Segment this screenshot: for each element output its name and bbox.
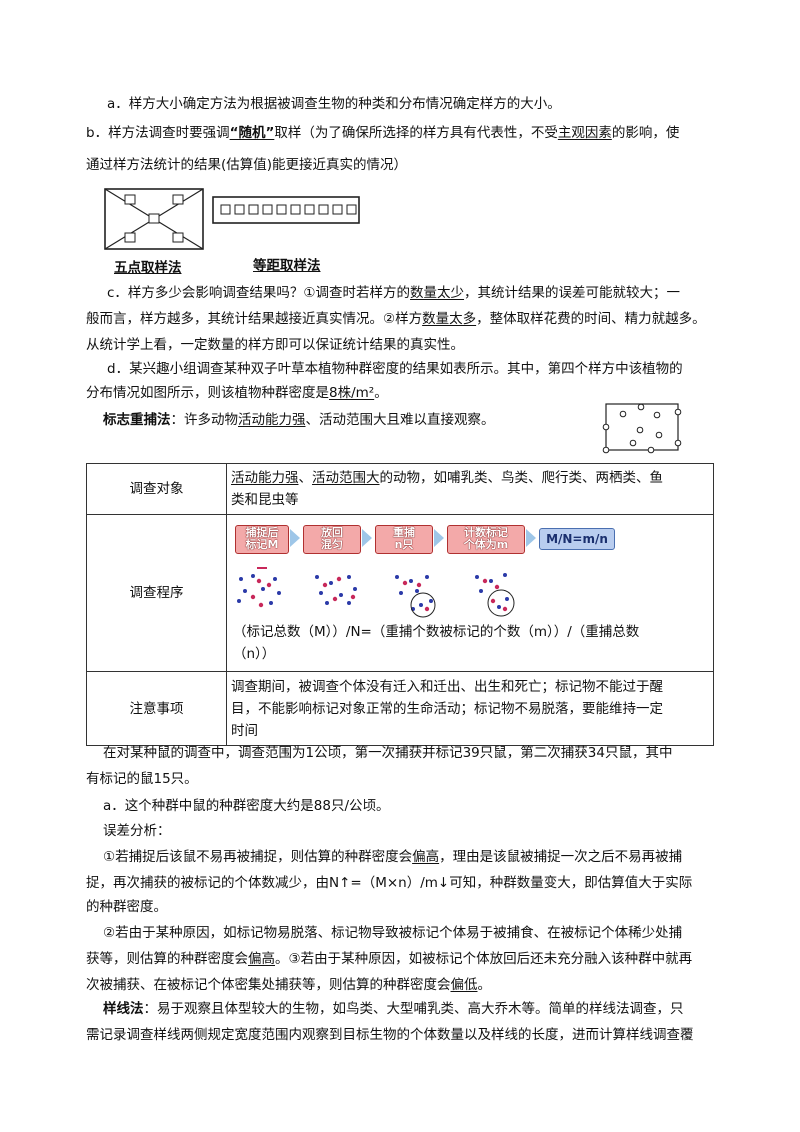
para-b-line2: 通过样方法统计的结果(估算值)能更接近真实的情况） [86, 157, 408, 173]
random-emphasis: “随机” [229, 125, 275, 141]
arrow-icon [526, 529, 536, 547]
target-animals: 的动物，如哺乳类、鸟类、爬行类、两栖类、鱼 [379, 470, 664, 486]
para-b-pre: b．样方法调查时要强调 [86, 125, 230, 141]
error1-post: ，理由是该鼠被捕捉一次之后不易再被捕 [439, 849, 683, 865]
sep: 、 [298, 470, 313, 486]
error1-line3: 的种群密度。 [86, 899, 167, 915]
error2-low: 偏低 [450, 977, 478, 993]
mark-recapture-table: 调查对象 活动能力强、活动范围大的动物，如哺乳类、鸟类、爬行类、两栖类、鱼 类和… [86, 463, 714, 746]
active-ability-u: 活动能力强 [231, 470, 299, 486]
para-d-pre: 分布情况如图所示，则该植物种群密度是 [86, 385, 329, 401]
error1-pre: ①若捕捉后该鼠不易再被捕捉，则估算的种群密度会 [103, 849, 413, 865]
notes-line2: 目，不能影响标记对象正常的生命活动；标记物不易脱落，要能维持一定 [231, 700, 663, 717]
arrow-icon [290, 529, 300, 547]
row-content-target: 活动能力强、活动范围大的动物，如哺乳类、鸟类、爬行类、两栖类、鱼 类和昆虫等 [226, 463, 714, 515]
para-b-line1: b．样方法调查时要强调“随机”取样（为了确保所选择的样方具有代表性，不受主观因素… [86, 124, 679, 142]
transect-line1: 样线法：易于观察且体型较大的生物，如鸟类、大型哺乳类、高大乔木等。简单的样线法调… [103, 1000, 684, 1018]
quadrat-plants-figure [602, 403, 682, 454]
error1-line2: 捉，再次捕获的被标记的个体数减少，由N↑=（M×n）/m↓可知，种群数量变大，即… [86, 875, 693, 891]
step-count-marked: 计数标记 个体为m [447, 525, 525, 554]
error-analysis-heading: 误差分析： [103, 823, 171, 839]
active-ability: 活动能力强 [238, 412, 306, 428]
para-c-line1: c．样方多少会影响调查结果吗？①调查时若样方的数量太少，其统计结果的误差可能就较… [107, 284, 680, 302]
equidistant-sampling-figure [212, 196, 360, 224]
error2-line1: ②若由于某种原因，如标记物易脱落、标记物导致被标记个体易于被捕食、在被标记个体稀… [103, 925, 683, 941]
para-c-line2-post: ，整体取样花费的时间、精力就越多。 [476, 311, 706, 327]
transect-line2: 需记录调查样线两侧规定宽度范围内观察到目标生物的个体数量以及样线的长度，进而计算… [86, 1027, 694, 1043]
transect-text1: ：易于观察且体型较大的生物，如鸟类、大型哺乳类、高大乔木等。简单的样线法调查，只 [143, 1001, 684, 1017]
formula-line2: （n）） [233, 646, 276, 662]
para-b-mid: 取样（为了确保所选择的样方具有代表性，不受 [274, 125, 558, 141]
error2-line3: 次被捕获、在被标记个体密集处捕获等，则估算的种群密度会偏低。 [86, 976, 491, 994]
mark-recapture-line: 标志重捕法：许多动物活动能力强、活动范围大且难以直接观察。 [103, 411, 495, 429]
para-c-line2: 般而言，样方越多，其统计结果越接近真实情况。②样方数量太多，整体取样花费的时间、… [86, 310, 706, 328]
rat-line2: 有标记的鼠15只。 [86, 771, 198, 787]
row-label-target: 调查对象 [86, 463, 227, 515]
five-point-sampling-figure [104, 188, 204, 250]
too-many: 数量太多 [422, 311, 477, 327]
five-point-caption: 五点取样法 [114, 260, 182, 276]
para-d-line1: d．某兴趣小组调查某种双子叶草本植物种群密度的结果如表所示。其中，第四个样方中该… [107, 361, 683, 377]
step-release-mix: 放回 混匀 [303, 525, 361, 554]
row-label-notes: 注意事项 [86, 671, 227, 746]
arrow-icon [362, 529, 372, 547]
mark-recapture-title: 标志重捕法 [103, 412, 171, 428]
notes-line1: 调查期间，被调查个体没有迁入和迁出、出生和死亡；标记物不能过于醒 [231, 678, 663, 695]
target-animals-line2: 类和昆虫等 [231, 492, 299, 508]
subjective-factor: 主观因素 [557, 125, 612, 141]
row-content-notes: 调查期间，被调查个体没有迁入和迁出、出生和死亡；标记物不能过于醒 目，不能影响标… [226, 671, 714, 746]
para-c-mid: ，其统计结果的误差可能就较大；一 [464, 285, 681, 301]
error2-line2: 获等，则估算的种群密度会偏高。③若由于某种原因，如被标记个体放回后还未充分融入该… [86, 950, 692, 968]
row-content-procedure: 捕捉后 标记M 放回 混匀 重捕 n只 计数标记 个体为m M/N=m/n [226, 514, 714, 672]
active-range-u: 活动范围大 [312, 470, 380, 486]
mark-recapture-post: 、活动范围大且难以直接观察。 [305, 412, 495, 428]
arrow-icon [434, 529, 444, 547]
row-label-procedure: 调查程序 [86, 514, 227, 672]
population-dots-figure [237, 567, 515, 618]
table-row: 注意事项 调查期间，被调查个体没有迁入和迁出、出生和死亡；标记物不能过于醒 目，… [86, 671, 714, 746]
para-c-line2-pre: 般而言，样方越多，其统计结果越接近真实情况。②样方 [86, 311, 423, 327]
transect-title: 样线法 [103, 1001, 144, 1017]
para-c-line3: 从统计学上看，一定数量的样方即可以保证统计结果的真实性。 [86, 337, 464, 353]
para-d-post: 。 [374, 385, 388, 401]
formula-line1: （标记总数（M））/N=（重捕个数被标记的个数（m））/（重捕总数 [233, 624, 640, 640]
density-answer: 8株/m² [329, 385, 375, 401]
step-recapture: 重捕 n只 [375, 525, 433, 554]
step-capture-mark: 捕捉后 标记M [235, 525, 289, 554]
notes-line3: 时间 [231, 722, 258, 739]
table-row: 调查程序 捕捉后 标记M 放回 混匀 重捕 n只 计数标记 个体为m M/N=m… [86, 514, 714, 672]
mark-recapture-pre: ：许多动物 [170, 412, 239, 428]
error1-high: 偏高 [412, 849, 440, 865]
equidistant-caption: 等距取样法 [253, 258, 321, 274]
error1-line1: ①若捕捉后该鼠不易再被捕捉，则估算的种群密度会偏高，理由是该鼠被捕捉一次之后不易… [103, 848, 682, 866]
para-d-line2: 分布情况如图所示，则该植物种群密度是8株/m²。 [86, 384, 388, 402]
formula-box: M/N=m/n [539, 528, 615, 550]
error2-line3-pre: 次被捕获、在被标记个体密集处捕获等，则估算的种群密度会 [86, 977, 451, 993]
rat-line3: a．这个种群中鼠的种群密度大约是88只/公顷。 [103, 798, 390, 814]
table-row: 调查对象 活动能力强、活动范围大的动物，如哺乳类、鸟类、爬行类、两栖类、鱼 类和… [86, 463, 714, 515]
too-few: 数量太少 [410, 285, 465, 301]
error2-post: 。③若由于某种原因，如被标记个体放回后还未充分融入该种群中就再 [275, 951, 693, 967]
error2-high: 偏高 [248, 951, 275, 967]
para-c-pre: c．样方多少会影响调查结果吗？①调查时若样方的 [107, 285, 411, 301]
para-a: a．样方大小确定方法为根据被调查生物的种类和分布情况确定样方的大小。 [107, 96, 561, 112]
para-b-post: 的影响，使 [611, 125, 680, 141]
error2-pre: 获等，则估算的种群密度会 [86, 951, 248, 967]
error2-line3-post: 。 [477, 977, 492, 993]
rat-line1: 在对某种鼠的调查中，调查范围为1公顷，第一次捕获并标记39只鼠，第二次捕获34只… [103, 745, 673, 761]
procedure-area: 捕捉后 标记M 放回 混匀 重捕 n只 计数标记 个体为m M/N=m/n [231, 517, 709, 669]
